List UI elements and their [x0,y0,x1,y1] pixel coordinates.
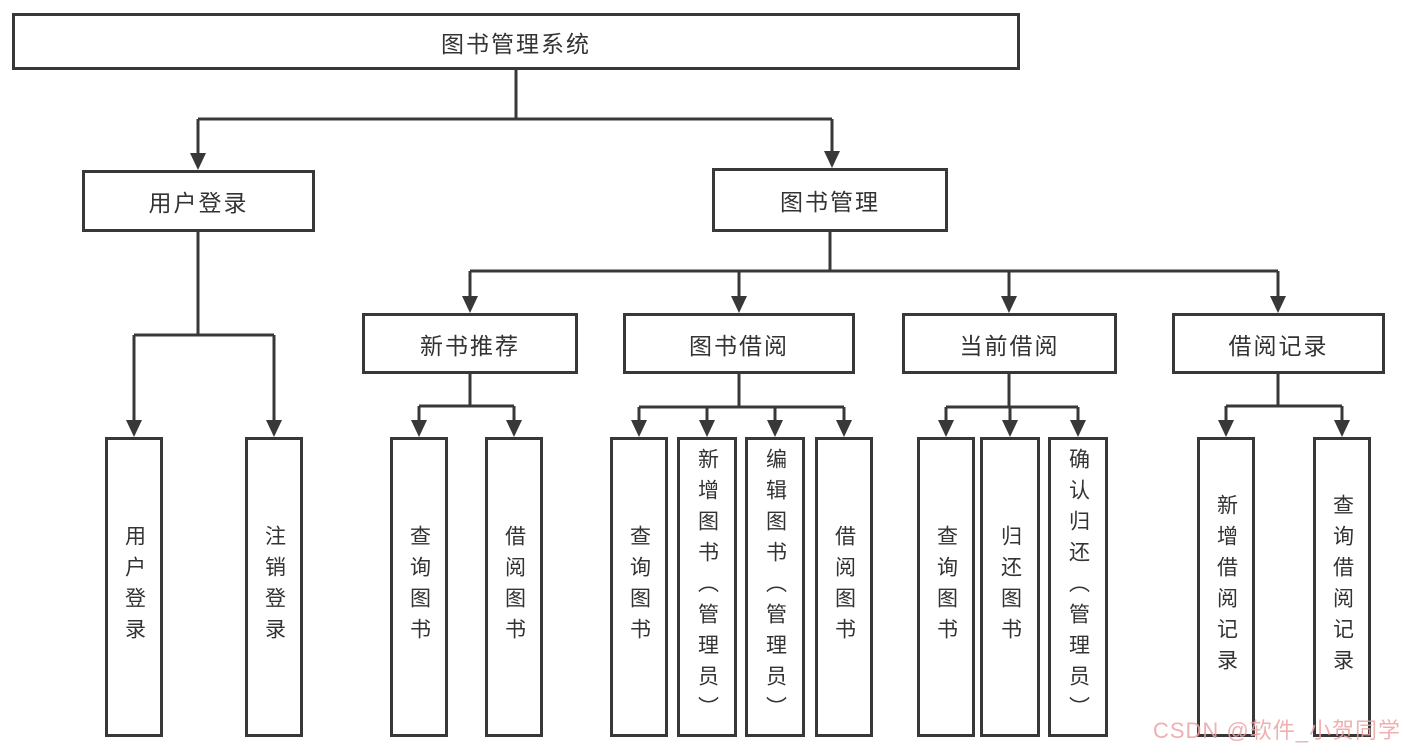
leaf-label: 编辑图书（管理员） [763,447,787,727]
arrowhead-icon [699,420,715,437]
leaf-add-borrow-record: 新增借阅记录 [1197,437,1255,737]
connector [637,374,846,420]
leaf-borrow-books: 借阅图书 [815,437,873,737]
node-current-borrow: 当前借阅 [902,313,1117,374]
leaf-confirm-return-admin: 确认归还（管理员） [1048,437,1108,737]
leaf-add-books-admin: 新增图书（管理员） [677,437,737,737]
leaf-query-books-current: 查询图书 [917,437,975,737]
leaf-logout: 注销登录 [245,437,303,737]
node-label: 借阅记录 [1228,332,1329,359]
arrowhead-icon [767,420,783,437]
leaf-edit-books-admin: 编辑图书（管理员） [745,437,805,737]
connector [417,374,516,420]
arrowhead-icon [1218,420,1234,437]
arrowhead-icon [1001,296,1017,313]
arrowhead-icon [1270,296,1286,313]
leaf-query-borrow-record: 查询借阅记录 [1313,437,1371,737]
arrowhead-icon [190,153,206,170]
arrowhead-icon [411,420,427,437]
arrowhead-icon [731,296,747,313]
leaf-return-books: 归还图书 [980,437,1040,737]
leaf-label: 新增图书（管理员） [695,447,719,727]
leaf-query-books-borrow: 查询图书 [610,437,668,737]
leaf-label: 查询图书 [934,525,958,649]
leaf-label: 借阅图书 [832,525,856,649]
node-borrow-records: 借阅记录 [1172,313,1385,374]
connector [944,374,1080,420]
node-new-book-recommend: 新书推荐 [362,313,578,374]
node-book-management: 图书管理 [712,168,948,232]
arrowhead-icon [836,420,852,437]
node-root: 图书管理系统 [12,13,1020,70]
leaf-label: 新增借阅记录 [1214,494,1238,680]
arrowhead-icon [631,420,647,437]
arrowhead-icon [1070,420,1086,437]
node-label: 新书推荐 [420,332,520,359]
node-label: 当前借阅 [959,332,1060,359]
connector [1224,374,1344,420]
arrowhead-icon [1002,420,1018,437]
leaf-label: 借阅图书 [502,525,526,649]
arrowhead-icon [126,420,142,437]
leaf-label: 查询借阅记录 [1330,494,1354,680]
arrowhead-icon [506,420,522,437]
arrowhead-icon [1334,420,1350,437]
leaf-label: 查询图书 [627,525,651,649]
leaf-user-login: 用户登录 [105,437,163,737]
leaf-label: 注销登录 [262,525,286,649]
arrowhead-icon [938,420,954,437]
leaf-label: 确认归还（管理员） [1066,447,1090,727]
leaf-label: 归还图书 [998,525,1022,649]
leaf-borrow-books-recommend: 借阅图书 [485,437,543,737]
leaf-label: 查询图书 [407,525,431,649]
connector [132,232,276,420]
arrowhead-icon [462,296,478,313]
node-label: 图书管理 [780,189,880,215]
node-label: 用户登录 [148,190,249,216]
node-user-login: 用户登录 [82,170,315,232]
arrowhead-icon [824,151,840,168]
connector [468,232,1280,296]
csdn-watermark: CSDN @软件_小贺同学 [1152,718,1401,743]
node-label: 图书借阅 [689,332,789,359]
leaf-label: 用户登录 [122,525,146,649]
arrowhead-icon [266,420,282,437]
node-root-label: 图书管理系统 [441,30,591,57]
node-book-borrow: 图书借阅 [623,313,855,374]
leaf-query-books-recommend: 查询图书 [390,437,448,737]
connector [196,70,834,153]
